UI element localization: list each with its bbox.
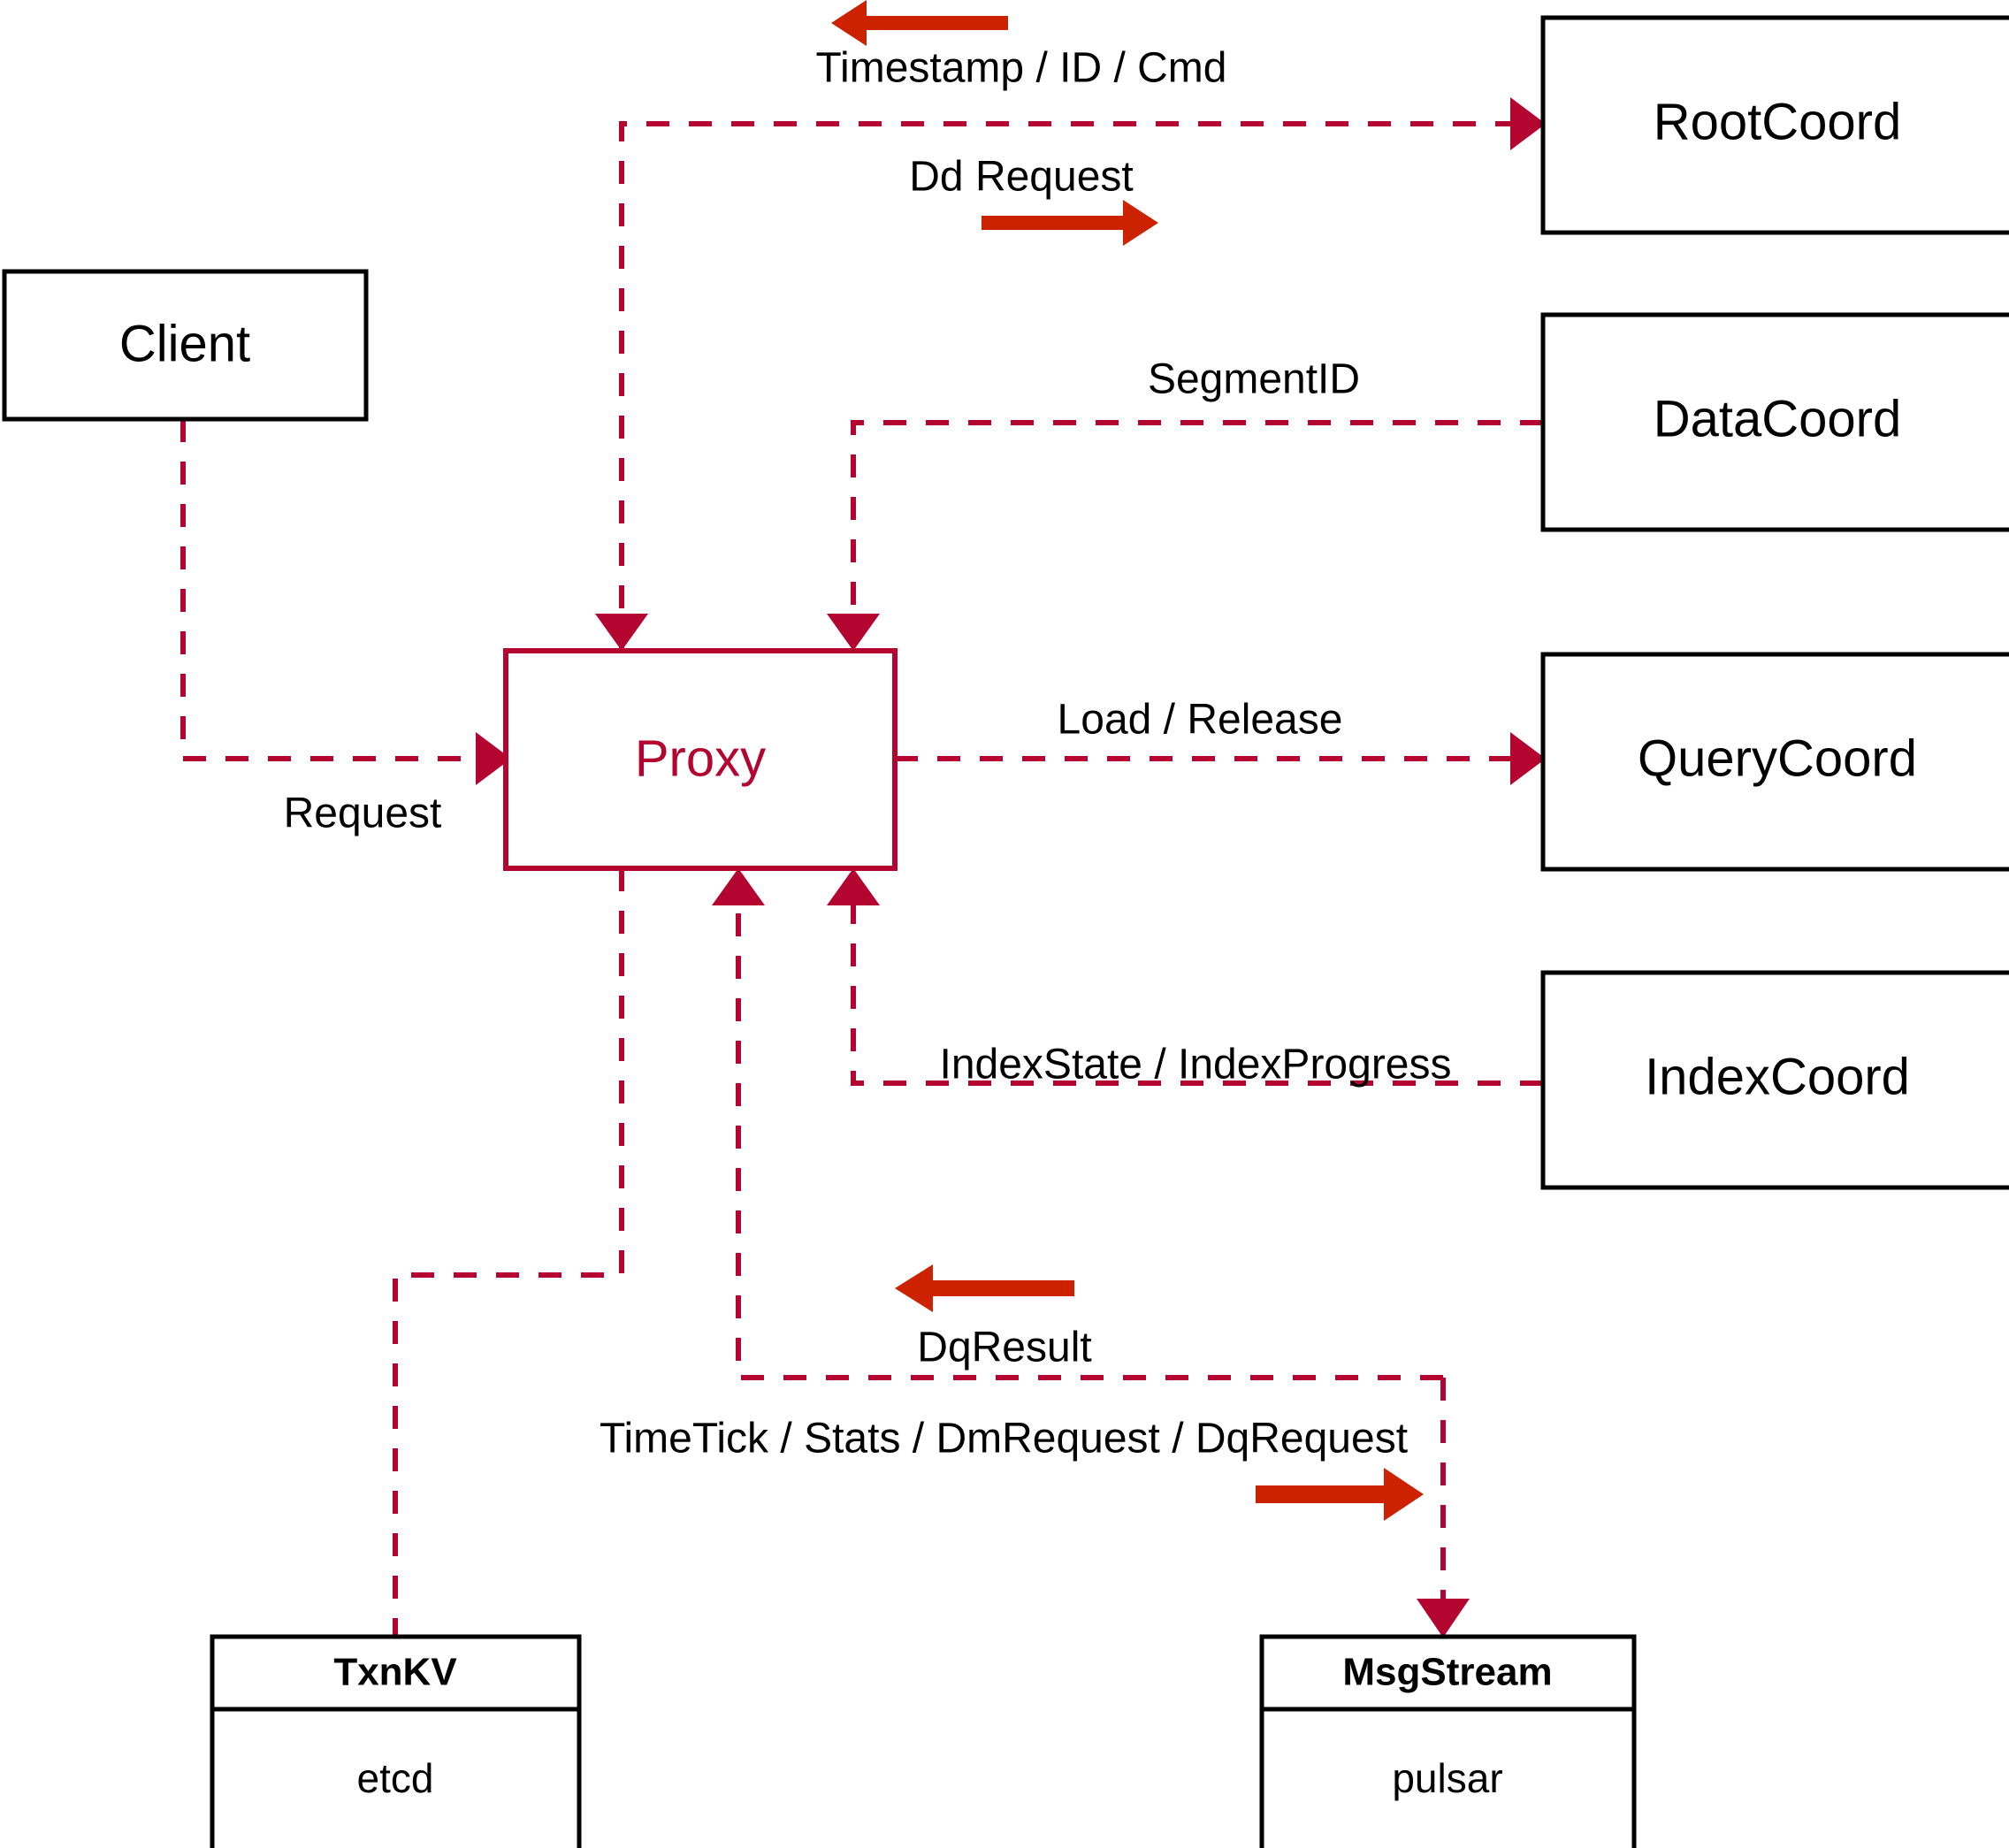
edge-label-load-release: Load / Release	[1058, 697, 1343, 744]
arrowhead-index-state	[827, 868, 880, 905]
node-root-coord-box[interactable]	[1540, 15, 2009, 235]
node-index-coord-label: IndexCoord	[1645, 1048, 1910, 1105]
node-query-coord-box[interactable]	[1540, 652, 2009, 872]
edge-label-dq-result: DqResult	[917, 1325, 1091, 1371]
arrowhead-into-proxy-top-left	[595, 614, 648, 651]
node-txn-kv-label: TxnKV	[333, 1651, 457, 1694]
flow-arrow-timestamp-shape	[831, 0, 1008, 46]
edge-proxy-txnkv	[393, 868, 624, 1637]
node-client[interactable]: Client	[2, 269, 369, 422]
node-proxy[interactable]: Proxy	[503, 648, 898, 871]
node-proxy-label: Proxy	[635, 729, 766, 787]
node-client-box[interactable]	[2, 269, 369, 422]
node-txn-kv[interactable]: TxnKV etcd	[210, 1634, 582, 1848]
node-msg-stream-box[interactable]	[1259, 1634, 1637, 1848]
edge-label-request: Request	[284, 790, 442, 837]
edge-path-dd-request	[619, 121, 1510, 651]
edge-dq-result	[712, 868, 1443, 1380]
flow-arrow-timetick-right	[1256, 1468, 1424, 1521]
node-msg-stream-label: MsgStream	[1342, 1651, 1552, 1694]
flow-arrow-dqresult-left	[895, 1264, 1074, 1312]
node-proxy-box[interactable]	[503, 648, 898, 871]
flow-arrow-dqresult-shape	[895, 1264, 1074, 1312]
edge-client-request	[180, 419, 511, 785]
node-query-coord[interactable]: QueryCoord	[1540, 652, 2009, 872]
edge-label-timestamp: Timestamp / ID / Cmd	[816, 45, 1227, 92]
edge-label-timetick: TimeTick / Stats / DmRequest / DqRequest	[600, 1416, 1408, 1462]
flow-arrow-timestamp-left	[831, 0, 1008, 46]
edge-index-state	[827, 868, 1543, 1086]
arrowhead-request	[476, 732, 511, 785]
flow-arrow-dd-request-shape	[982, 200, 1158, 246]
edge-path-dq-result	[736, 905, 1443, 1380]
edge-label-segment-id: SegmentID	[1148, 356, 1360, 403]
node-client-label: Client	[119, 315, 250, 372]
edge-label-dd-request: Dd Request	[909, 154, 1133, 201]
node-data-coord-label: DataCoord	[1654, 390, 1901, 447]
arrowhead-load-release	[1510, 732, 1546, 785]
node-index-coord[interactable]: IndexCoord	[1540, 970, 2009, 1190]
node-query-coord-label: QueryCoord	[1638, 729, 1917, 787]
edge-path-request	[180, 419, 476, 761]
node-txn-kv-impl-label: etcd	[357, 1755, 434, 1801]
arrowhead-segment-id	[827, 614, 880, 651]
arrowhead-timetick	[1417, 1599, 1470, 1638]
arrowhead-dq-result	[712, 868, 765, 905]
edge-path-segment-id	[851, 420, 1543, 651]
node-root-coord-label: RootCoord	[1654, 93, 1901, 150]
edge-dd-request	[595, 97, 1546, 651]
edge-load-release	[895, 732, 1546, 785]
edge-label-index-state: IndexState / IndexProgress	[940, 1042, 1452, 1088]
node-root-coord[interactable]: RootCoord	[1540, 15, 2009, 235]
node-data-coord[interactable]: DataCoord	[1540, 312, 2009, 532]
node-index-coord-box[interactable]	[1540, 970, 2009, 1190]
edge-timetick-msgstream	[1417, 1378, 1470, 1638]
node-msg-stream[interactable]: MsgStream pulsar	[1259, 1634, 1637, 1848]
edge-segment-id	[827, 420, 1543, 651]
node-msg-stream-impl-label: pulsar	[1392, 1755, 1502, 1801]
node-txn-kv-box[interactable]	[210, 1634, 582, 1848]
flow-arrow-dd-request-right	[982, 200, 1158, 246]
edge-path-index-state	[851, 905, 1543, 1086]
node-data-coord-box[interactable]	[1540, 312, 2009, 532]
arrowhead-dd-request	[1510, 97, 1546, 150]
edge-path-proxy-txnkv	[393, 868, 624, 1637]
flow-arrow-timetick-shape	[1256, 1468, 1424, 1521]
